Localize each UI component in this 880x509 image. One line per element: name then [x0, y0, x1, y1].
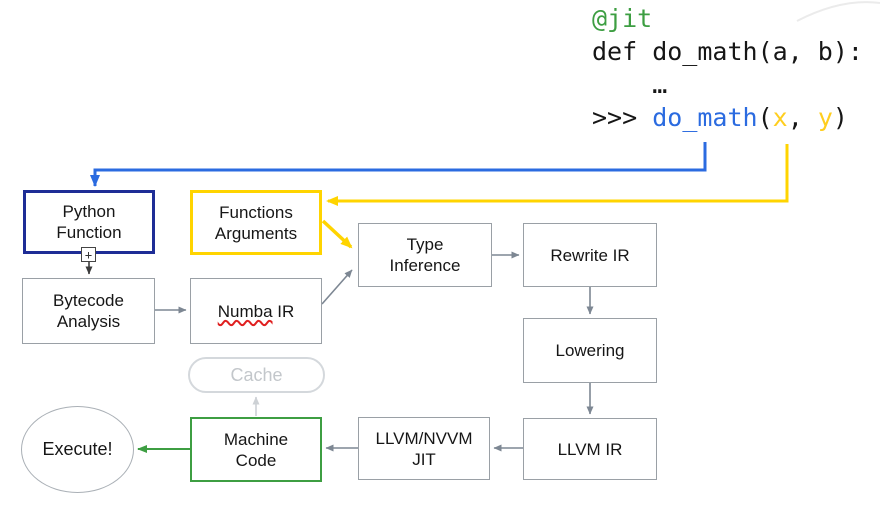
node-cache: Cache — [188, 357, 325, 393]
node-python-function: Python Function — [23, 190, 155, 254]
node-type-inference: Type Inference — [358, 223, 492, 287]
node-llvm-nvvm-jit: LLVM/NVVM JIT — [358, 417, 490, 480]
node-numba-ir: Numba IR — [190, 278, 322, 344]
code-token: def do_math(a, b): — [592, 37, 863, 66]
code-token: @jit — [592, 4, 653, 33]
code-token: , — [787, 103, 818, 132]
arrow-code-to-python-function — [90, 142, 707, 187]
ir-suffix: IR — [272, 301, 295, 321]
node-execute: Execute! — [21, 406, 134, 493]
node-llvm-ir: LLVM IR — [523, 418, 657, 480]
code-token: y — [817, 103, 833, 132]
code-token: ) — [832, 103, 848, 132]
code-token: … — [592, 70, 668, 99]
node-lowering: Lowering — [523, 318, 657, 383]
node-bytecode-analysis: Bytecode Analysis — [22, 278, 155, 344]
node-machine-code: Machine Code — [190, 417, 322, 482]
code-token: ( — [757, 103, 773, 132]
arrow-args-to-functions-arguments — [326, 144, 789, 206]
decorative-arc — [796, 1, 880, 22]
spellcheck-word: Numba — [217, 301, 273, 321]
node-rewrite-ir: Rewrite IR — [523, 223, 657, 287]
numba-ir-label: Numba IR — [218, 301, 295, 322]
code-token: >>> — [592, 103, 653, 132]
code-token: do_math — [652, 103, 758, 132]
arrow-functions-arguments-to-type-inference — [321, 219, 353, 249]
code-line: … — [592, 68, 863, 101]
node-functions-arguments: Functions Arguments — [190, 190, 322, 255]
expand-plus-icon: + — [81, 247, 96, 262]
code-line: @jit — [592, 2, 863, 35]
code-line: def do_math(a, b): — [592, 35, 863, 68]
code-line: >>> do_math(x, y) — [592, 101, 863, 134]
code-token: x — [772, 103, 788, 132]
arrow-numba-ir-to-type-inference — [321, 269, 353, 305]
